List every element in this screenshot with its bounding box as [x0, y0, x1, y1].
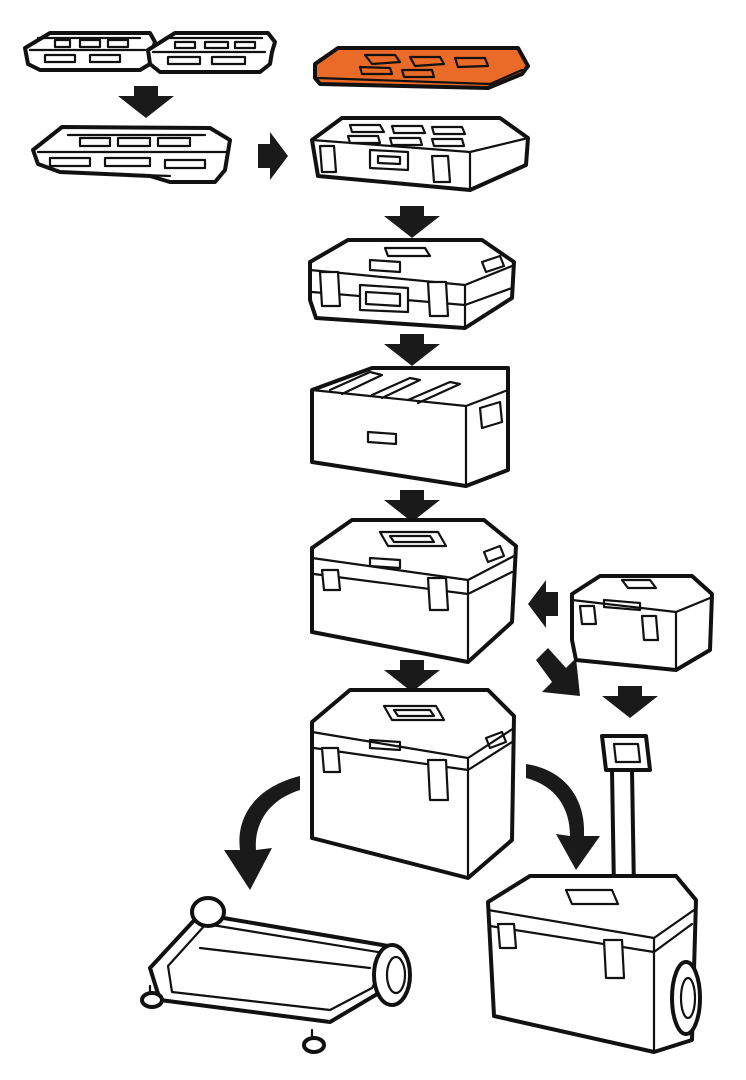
- open-tray-insert: [310, 366, 510, 488]
- arrow-right-icon: [258, 132, 288, 180]
- trolley-wheel-icon: [670, 960, 702, 1036]
- small-organizer-pair: [23, 31, 277, 74]
- joined-organizer: [31, 125, 232, 184]
- large-toolbox: [310, 688, 516, 880]
- organizer-right-icon: [146, 31, 277, 74]
- small-toolbox: [570, 574, 714, 672]
- arrow-down-icon: [384, 660, 440, 692]
- organizer-case: [310, 116, 530, 192]
- organizer-left-icon: [23, 31, 157, 72]
- shallow-toolbox: [308, 238, 516, 330]
- trolley-toolbox: [486, 734, 702, 1054]
- dolly-wheel-large-icon: [372, 943, 412, 1007]
- wheeled-dolly: [140, 896, 412, 1054]
- arrow-down-icon: [384, 334, 440, 366]
- dolly-caster-right-icon: [302, 1028, 326, 1054]
- arrow-down-icon: [602, 686, 658, 718]
- arrow-left-icon: [528, 580, 558, 628]
- telescopic-handle-icon: [600, 734, 652, 892]
- organizer-lid-orange: [313, 46, 530, 90]
- arrow-diagonal-icon: [536, 648, 580, 696]
- arrow-curved-right-icon: [526, 764, 600, 870]
- arrow-curved-left-icon: [224, 776, 300, 890]
- dolly-caster-left-icon: [140, 984, 164, 1009]
- arrow-layer: [118, 86, 658, 890]
- arrow-down-icon: [384, 206, 440, 238]
- medium-toolbox: [310, 518, 518, 664]
- arrow-down-icon: [118, 86, 174, 118]
- dolly-wheel-rear-icon: [190, 896, 226, 928]
- arrow-down-icon: [384, 490, 440, 522]
